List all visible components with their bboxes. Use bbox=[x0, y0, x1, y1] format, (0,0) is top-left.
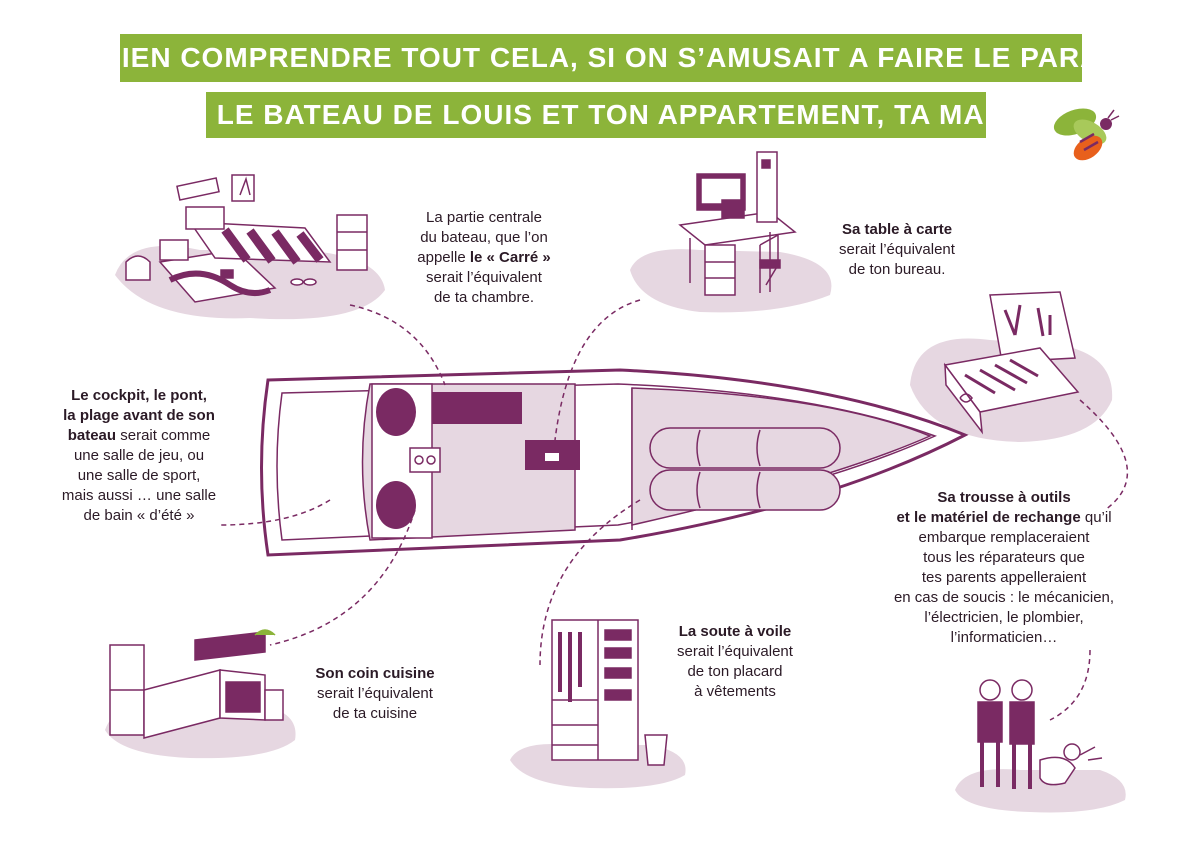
caption-soute: La soute à voile serait l’équivalent de … bbox=[660, 622, 810, 702]
caption-trousse-line: et le matériel de rechange qu’il bbox=[870, 508, 1138, 528]
caption-trousse-line: embarque remplaceraient bbox=[918, 529, 1090, 546]
caption-cockpit-line: une salle de jeu, ou bbox=[73, 447, 205, 464]
caption-trousse-line: l’électricien, le plombier, bbox=[924, 609, 1084, 626]
connector-table bbox=[554, 299, 641, 441]
caption-cockpit-line: de bain « d’été » bbox=[83, 507, 195, 524]
title-line-1: POUR BIEN COMPRENDRE TOUT CELA, SI ON S’… bbox=[6, 42, 1196, 73]
caption-cuisine-bold: Son coin cuisine bbox=[315, 665, 435, 682]
caption-table-bold-text: Sa table à carte bbox=[841, 221, 953, 238]
caption-soute-line: de ton placard bbox=[687, 663, 783, 680]
caption-cockpit-bold: bateau bbox=[67, 427, 117, 444]
caption-cockpit-line: bateau serait comme bbox=[44, 426, 234, 446]
toolbox-illustration bbox=[910, 291, 1113, 442]
desk-illustration bbox=[630, 151, 832, 313]
bee-logo-icon bbox=[1053, 108, 1120, 161]
connector-toolbox bbox=[1079, 399, 1129, 511]
caption-soute-line: serait l’équivalent bbox=[677, 643, 793, 660]
wardrobe-illustration bbox=[510, 619, 686, 789]
title-line-2: ENTRE LE BATEAU DE LOUIS ET TON APPARTEM… bbox=[108, 99, 1084, 130]
connector-kitchen bbox=[269, 509, 416, 646]
title-banner-line-2: ENTRE LE BATEAU DE LOUIS ET TON APPARTEM… bbox=[108, 92, 1083, 138]
caption-table-line: de ton bureau. bbox=[848, 261, 946, 278]
repair-workers-illustration bbox=[955, 679, 1126, 813]
boat-plan-illustration bbox=[260, 368, 969, 557]
caption-trousse-line: tous les réparateurs que bbox=[923, 549, 1085, 566]
caption-carre-bold: le « Carré » bbox=[469, 249, 551, 266]
caption-trousse-bold: Sa trousse à outils bbox=[937, 489, 1071, 506]
bedroom-illustration bbox=[115, 174, 385, 320]
connector-carre bbox=[349, 304, 446, 386]
caption-trousse-line: l’informaticien… bbox=[950, 629, 1058, 646]
caption-carre-text: appelle bbox=[417, 249, 470, 266]
caption-trousse-line: en cas de soucis : le mécanicien, bbox=[893, 589, 1115, 606]
caption-carre-line: du bateau, que l’on bbox=[420, 229, 548, 246]
title-banner-line-1: POUR BIEN COMPRENDRE TOUT CELA, SI ON S’… bbox=[7, 34, 1194, 82]
caption-carre-line: de ta chambre. bbox=[433, 289, 535, 306]
connector-workers bbox=[1049, 649, 1091, 721]
caption-soute-line: La soute à voile bbox=[660, 622, 810, 642]
kitchen-illustration bbox=[105, 629, 296, 759]
connector-wardrobe bbox=[539, 499, 641, 666]
caption-table-line: serait l’équivalent bbox=[839, 241, 955, 258]
caption-cuisine-line: serait l’équivalent bbox=[317, 685, 433, 702]
caption-cuisine-line: de ta cuisine bbox=[332, 705, 418, 722]
connector-cockpit bbox=[219, 499, 331, 526]
caption-trousse-text: qu’il bbox=[1080, 509, 1112, 526]
caption-soute-line: à vêtements bbox=[694, 683, 776, 700]
caption-trousse-line: Sa trousse à outils bbox=[870, 488, 1138, 508]
caption-cuisine-line: Son coin cuisine bbox=[300, 664, 450, 684]
caption-cockpit-line: la plage avant de son bbox=[44, 406, 234, 426]
caption-soute-bold: La soute à voile bbox=[678, 623, 792, 640]
caption-trousse-line: tes parents appelleraient bbox=[921, 569, 1087, 586]
caption-carre: La partie centrale du bateau, que l’on a… bbox=[392, 208, 576, 308]
caption-cockpit-line: une salle de sport, bbox=[77, 467, 201, 484]
caption-carre-line: serait l’équivalent bbox=[426, 269, 542, 286]
caption-trousse: Sa trousse à outils et le matériel de re… bbox=[870, 488, 1138, 648]
caption-table: Sa table à carte serait l’équivalent de … bbox=[818, 220, 976, 280]
caption-cockpit-bold: la plage avant de son bbox=[63, 407, 215, 424]
caption-cockpit-line: Le cockpit, le pont, bbox=[44, 386, 234, 406]
caption-carre-line: appelle le « Carré » bbox=[392, 248, 576, 268]
caption-carre-line: La partie centrale bbox=[426, 209, 542, 226]
caption-cockpit: Le cockpit, le pont, la plage avant de s… bbox=[44, 386, 234, 526]
caption-cuisine: Son coin cuisine serait l’équivalent de … bbox=[300, 664, 450, 724]
caption-cockpit-line: mais aussi … une salle bbox=[61, 487, 217, 504]
caption-cockpit-bold: Le cockpit, le pont, bbox=[71, 387, 207, 404]
caption-table-bold: Sa table à carte bbox=[818, 220, 976, 240]
caption-trousse-bold: et le matériel de rechange bbox=[896, 509, 1081, 526]
connector-lines bbox=[219, 299, 1129, 721]
caption-cockpit-text: serait comme bbox=[116, 427, 211, 444]
